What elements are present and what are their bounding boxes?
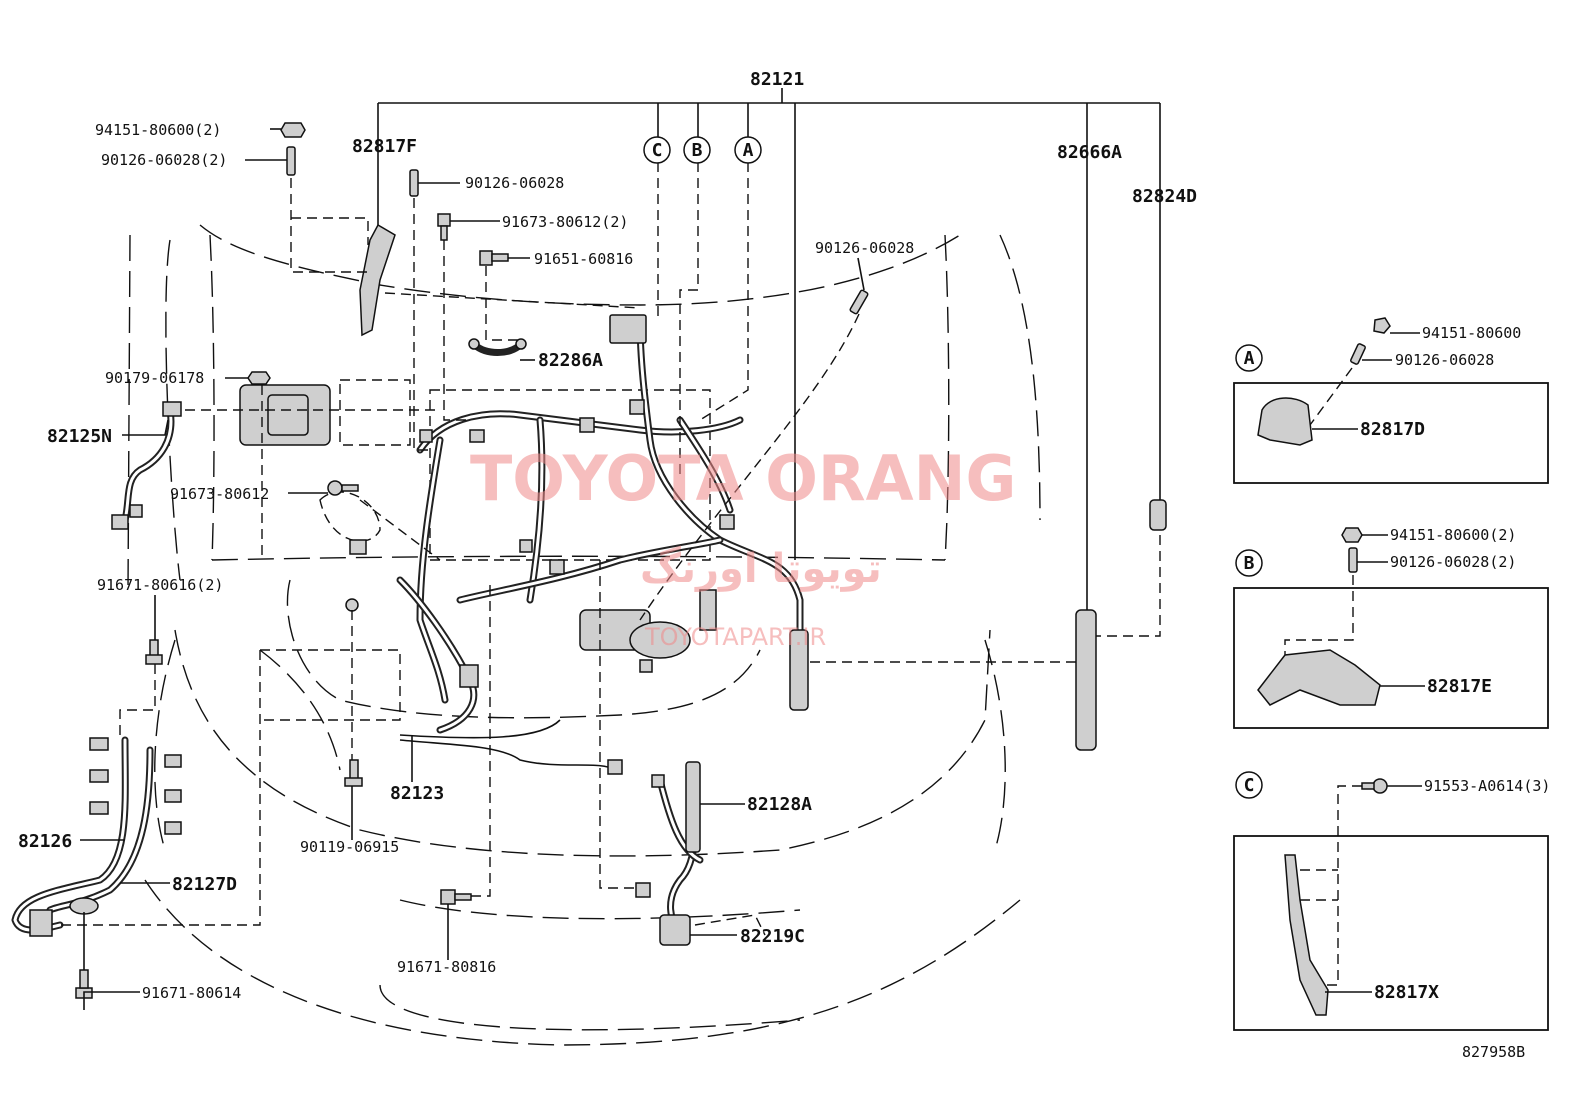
marker-a: A	[743, 140, 754, 161]
inset-c: C 91553-A0614(3) 82817X	[1233, 771, 1550, 1031]
callout-90179-06178: 90179-06178	[105, 369, 204, 387]
inset-a-stud: 90126-06028	[1395, 351, 1494, 369]
callout-82121: 82121	[750, 69, 804, 90]
figure-code: 827958B	[1462, 1043, 1525, 1061]
callout-90126-06028-a: 90126-06028	[465, 174, 564, 192]
inset-a: A 94151-80600 90126-06028 82817D	[1233, 317, 1549, 484]
callout-82123: 82123	[390, 783, 444, 804]
inset-b-part: 82817E	[1427, 676, 1492, 697]
watermark-url: TOYOTAPART.IR	[644, 623, 826, 651]
callout-82817F: 82817F	[352, 136, 417, 157]
inset-a-nut: 94151-80600	[1422, 324, 1521, 342]
sub-harness-82125N	[111, 401, 182, 530]
watermark-text-en: TOYOTA ORANG	[470, 442, 1016, 515]
inset-b-stud: 90126-06028(2)	[1390, 553, 1516, 571]
marker-c: C	[652, 140, 663, 161]
callout-91673-80612-2: 91673-80612(2)	[502, 213, 628, 231]
inset-c-bolt: 91553-A0614(3)	[1424, 777, 1550, 795]
callout-90126-06028-2: 90126-06028(2)	[101, 151, 227, 169]
sub-harness-82128A	[635, 761, 704, 946]
callout-82128A: 82128A	[747, 794, 812, 815]
inset-a-marker: A	[1244, 348, 1255, 369]
callout-82126: 82126	[18, 831, 72, 852]
inset-a-part: 82817D	[1360, 419, 1425, 440]
callout-91651-60816: 91651-60816	[534, 250, 633, 268]
callout-82286A: 82286A	[538, 350, 603, 371]
callout-82219C: 82219C	[740, 926, 805, 947]
callout-82824D: 82824D	[1132, 186, 1197, 207]
marker-b: B	[692, 140, 703, 161]
callout-94151-80600-2: 94151-80600(2)	[95, 121, 221, 139]
watermark-text-fa: تویوتا اورنگ	[640, 545, 882, 592]
callout-82125N: 82125N	[47, 426, 112, 447]
leader-lines	[60, 88, 1161, 1010]
inset-b-nut: 94151-80600(2)	[1390, 526, 1516, 544]
sub-harness-82126	[11, 736, 182, 937]
inset-b: B 94151-80600(2) 90126-06028(2) 82817E	[1233, 526, 1549, 729]
inset-c-part: 82817X	[1374, 982, 1439, 1003]
fasteners	[75, 122, 1167, 999]
callout-labels: 82121 82817F 82666A 82824D 94151-80600(2…	[18, 69, 1197, 1002]
watermark: TOYOTA ORANG تویوتا اورنگ TOYOTAPART.IR	[470, 442, 1016, 651]
callout-90126-06028-b: 90126-06028	[815, 239, 914, 257]
markers: C B A	[643, 136, 762, 164]
inset-c-marker: C	[1244, 775, 1255, 796]
callout-90119-06915: 90119-06915	[300, 838, 399, 856]
callout-91671-80614: 91671-80614	[142, 984, 241, 1002]
callout-82666A: 82666A	[1057, 142, 1122, 163]
inset-b-marker: B	[1244, 553, 1255, 574]
callout-91673-80612: 91673-80612	[170, 485, 269, 503]
engine-components	[239, 379, 711, 721]
callout-91671-80816: 91671-80816	[397, 958, 496, 976]
callout-91671-80616-2: 91671-80616(2)	[97, 576, 223, 594]
callout-82127D: 82127D	[172, 874, 237, 895]
